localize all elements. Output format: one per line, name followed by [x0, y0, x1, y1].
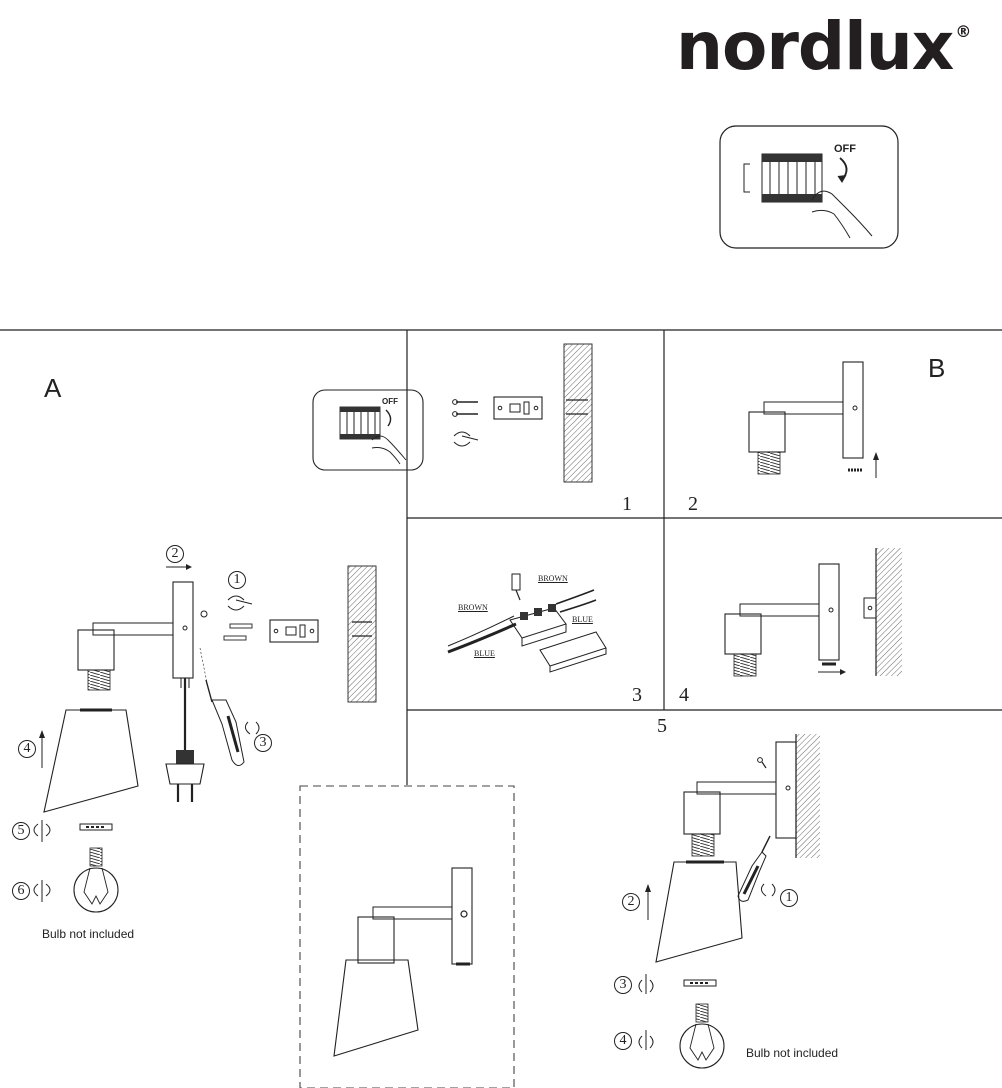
rotate-icon: [453, 431, 471, 447]
brand-logo: nordlux®: [676, 14, 971, 80]
marker-5-1: 1: [780, 889, 798, 907]
screwdriver-icon: [511, 573, 521, 601]
step5-drawing: [638, 734, 820, 1069]
arrow-up-icon: [645, 884, 651, 920]
wire-label-blue-right: BLUE: [572, 615, 593, 624]
lamp-shade-icon: [43, 709, 139, 813]
marker-5-2: 2: [622, 893, 640, 911]
wire-label-brown-right: BROWN: [538, 574, 568, 583]
section-b-letter: B: [928, 353, 946, 383]
wall-hatch: [347, 565, 377, 703]
wall-hatch: [563, 343, 593, 483]
bulb-icon: [73, 847, 119, 913]
rotate-icon: [227, 595, 245, 611]
step-number-5: 5: [657, 715, 667, 737]
marker-a-5: 5: [12, 822, 30, 840]
step2-drawing: [748, 361, 879, 478]
finished-lamp-preview: [299, 785, 515, 1088]
bulb-note-a: Bulb not included: [42, 927, 135, 941]
mounting-plate-icon: [493, 396, 543, 420]
marker-a-3: 3: [254, 734, 272, 752]
brand-logo-text: nordlux: [676, 8, 954, 85]
wall-hatch: [876, 548, 902, 676]
switch-panel-a: [312, 389, 424, 471]
wire-label-brown-left: BROWN: [458, 603, 488, 612]
mounting-parts-a: [166, 564, 377, 766]
rotate-icon: [33, 883, 51, 897]
marker-a-2: 2: [166, 545, 184, 563]
step3-drawing: [447, 573, 607, 673]
mounting-plate-icon: [863, 597, 877, 619]
rotate-icon: [244, 721, 260, 735]
off-label-top: OFF: [834, 143, 856, 155]
screw-icon: [452, 399, 478, 417]
marker-5-3: 3: [614, 976, 632, 994]
wire-label-blue-left: BLUE: [474, 649, 495, 658]
wall-hatch: [796, 734, 820, 858]
step4-drawing: [724, 548, 902, 677]
arrow-up-icon: [873, 452, 879, 478]
switch-off-icon: [339, 406, 392, 440]
screwdriver-icon: [737, 835, 771, 902]
registered-mark: ®: [955, 22, 971, 41]
step-number-4: 4: [679, 684, 689, 706]
lamp-shade-icon: [655, 861, 743, 963]
rotate-icon: [760, 883, 776, 897]
wall-plug-icon: [223, 623, 253, 641]
step-number-3: 3: [632, 684, 642, 706]
lamp-shade-icon: [333, 959, 419, 1057]
lamp-ring-icon: [683, 979, 717, 987]
switch-panel-top: [719, 125, 899, 249]
terminal-block-icon: [509, 604, 567, 647]
hand-icon: [811, 190, 873, 239]
marker-a-1: 1: [228, 571, 246, 589]
step-number-1: 1: [622, 493, 632, 515]
arrow-up-icon: [39, 730, 45, 768]
panel-grid: [0, 329, 1002, 785]
marker-a-4: 4: [18, 740, 36, 758]
lamp-ring-icon: [79, 823, 113, 831]
hand-icon: [371, 435, 407, 465]
screwdriver-icon: [199, 647, 245, 766]
step-number-2: 2: [688, 493, 698, 515]
rotate-icon: [33, 823, 51, 837]
plug-icon: [165, 750, 205, 802]
mounting-plate-icon: [269, 619, 319, 643]
bulb-note-step5: Bulb not included: [746, 1046, 839, 1060]
step1-drawing: [452, 343, 593, 483]
off-label-a: OFF: [382, 397, 398, 406]
bulb-icon: [679, 1003, 725, 1069]
marker-a-6: 6: [12, 882, 30, 900]
marker-5-4: 4: [614, 1032, 632, 1050]
lamp-exploded-a: [33, 581, 205, 913]
switch-off-icon: [743, 153, 848, 203]
section-a-letter: A: [44, 373, 62, 403]
